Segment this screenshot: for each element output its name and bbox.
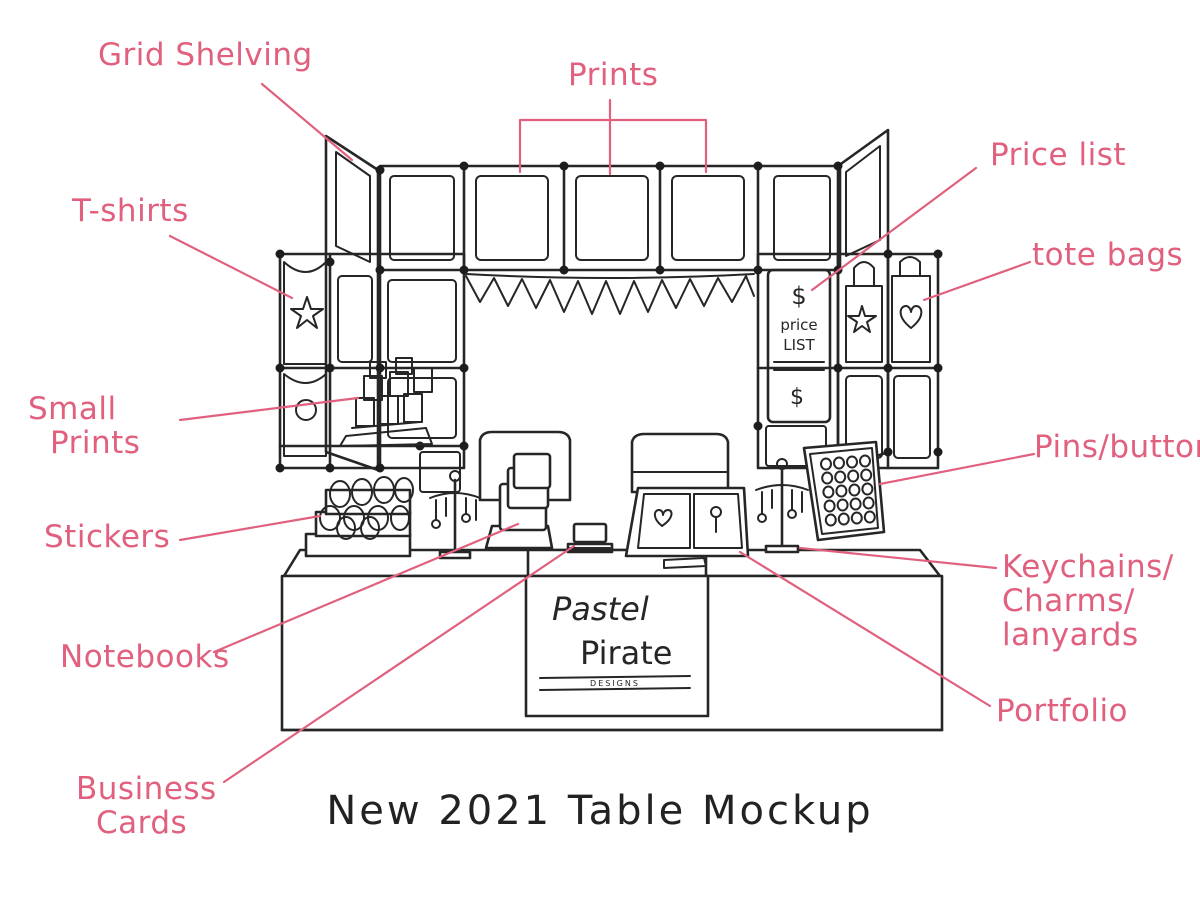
label-notebooks: Notebooks — [60, 639, 230, 675]
pin-button — [834, 470, 847, 484]
pin-button — [847, 469, 860, 483]
business-cards — [566, 522, 614, 554]
label-small-prints-line2: Prints — [50, 425, 141, 461]
pin-button — [862, 496, 875, 510]
price-board-symbol-bottom: $ — [790, 385, 804, 410]
tote-bags — [845, 256, 931, 363]
label-pins-buttons: Pins/buttons — [1034, 429, 1200, 465]
diagram-caption: New 2021 Table Mockup — [326, 788, 874, 834]
sign-line3: DESIGNS — [590, 679, 640, 688]
stickers-rack — [304, 476, 414, 558]
pin-button — [850, 511, 863, 525]
brand-sign: Pastel Pirate DESIGNS — [539, 590, 691, 691]
label-grid-shelving: Grid Shelving — [98, 37, 313, 73]
label-prints: Prints — [568, 57, 659, 93]
pin-button — [861, 482, 874, 496]
pin-button — [860, 468, 873, 482]
label-small-prints-line1: Small — [28, 391, 117, 427]
label-portfolio: Portfolio — [996, 693, 1129, 729]
sign-line1: Pastel — [552, 590, 649, 628]
pin-button — [863, 510, 876, 524]
label-business-cards-line1: Business — [76, 771, 217, 807]
pin-button — [835, 484, 848, 498]
prints — [475, 175, 745, 261]
label-tote-bags: tote bags — [1032, 237, 1184, 273]
label-business-cards-line2: Cards — [96, 805, 188, 841]
price-board-symbol-top: $ — [791, 282, 806, 310]
grid-shelving — [275, 128, 943, 493]
bunting — [465, 273, 755, 315]
keychain-stand-right — [755, 458, 809, 554]
pin-button — [846, 455, 858, 469]
pin-button — [822, 485, 835, 499]
annotation-lines — [168, 82, 1036, 784]
label-keychains-line3: lanyards — [1002, 617, 1139, 653]
pin-button — [849, 497, 862, 511]
sign-line2: Pirate — [580, 634, 672, 672]
label-keychains-line2: Charms/ — [1002, 583, 1135, 619]
pin-button — [836, 498, 849, 512]
label-keychains-line1: Keychains/ — [1002, 549, 1174, 585]
price-board-line2: LIST — [783, 336, 815, 354]
label-tshirts: T-shirts — [72, 193, 189, 229]
label-business-cards: Business Cards — [76, 772, 217, 840]
pin-button — [859, 454, 871, 468]
pin-button — [823, 499, 836, 513]
pin-button — [824, 513, 837, 527]
label-price-list: Price list — [990, 137, 1127, 173]
price-list-board: $ price LIST $ — [766, 268, 832, 424]
pins-board — [802, 440, 886, 542]
label-stickers: Stickers — [44, 519, 171, 555]
pin-button — [833, 456, 845, 470]
label-keychains: Keychains/ Charms/ lanyards — [1002, 550, 1174, 652]
pin-button — [848, 483, 861, 497]
label-small-prints: Small Prints — [28, 392, 140, 460]
tshirts — [283, 261, 327, 457]
small-prints-rack — [339, 357, 433, 447]
keychain-stand-left — [429, 470, 481, 560]
portfolio — [624, 486, 750, 569]
pin-button — [820, 457, 832, 471]
price-board-line1: price — [780, 316, 817, 334]
pin-button — [821, 471, 834, 485]
pin-button — [837, 512, 850, 526]
